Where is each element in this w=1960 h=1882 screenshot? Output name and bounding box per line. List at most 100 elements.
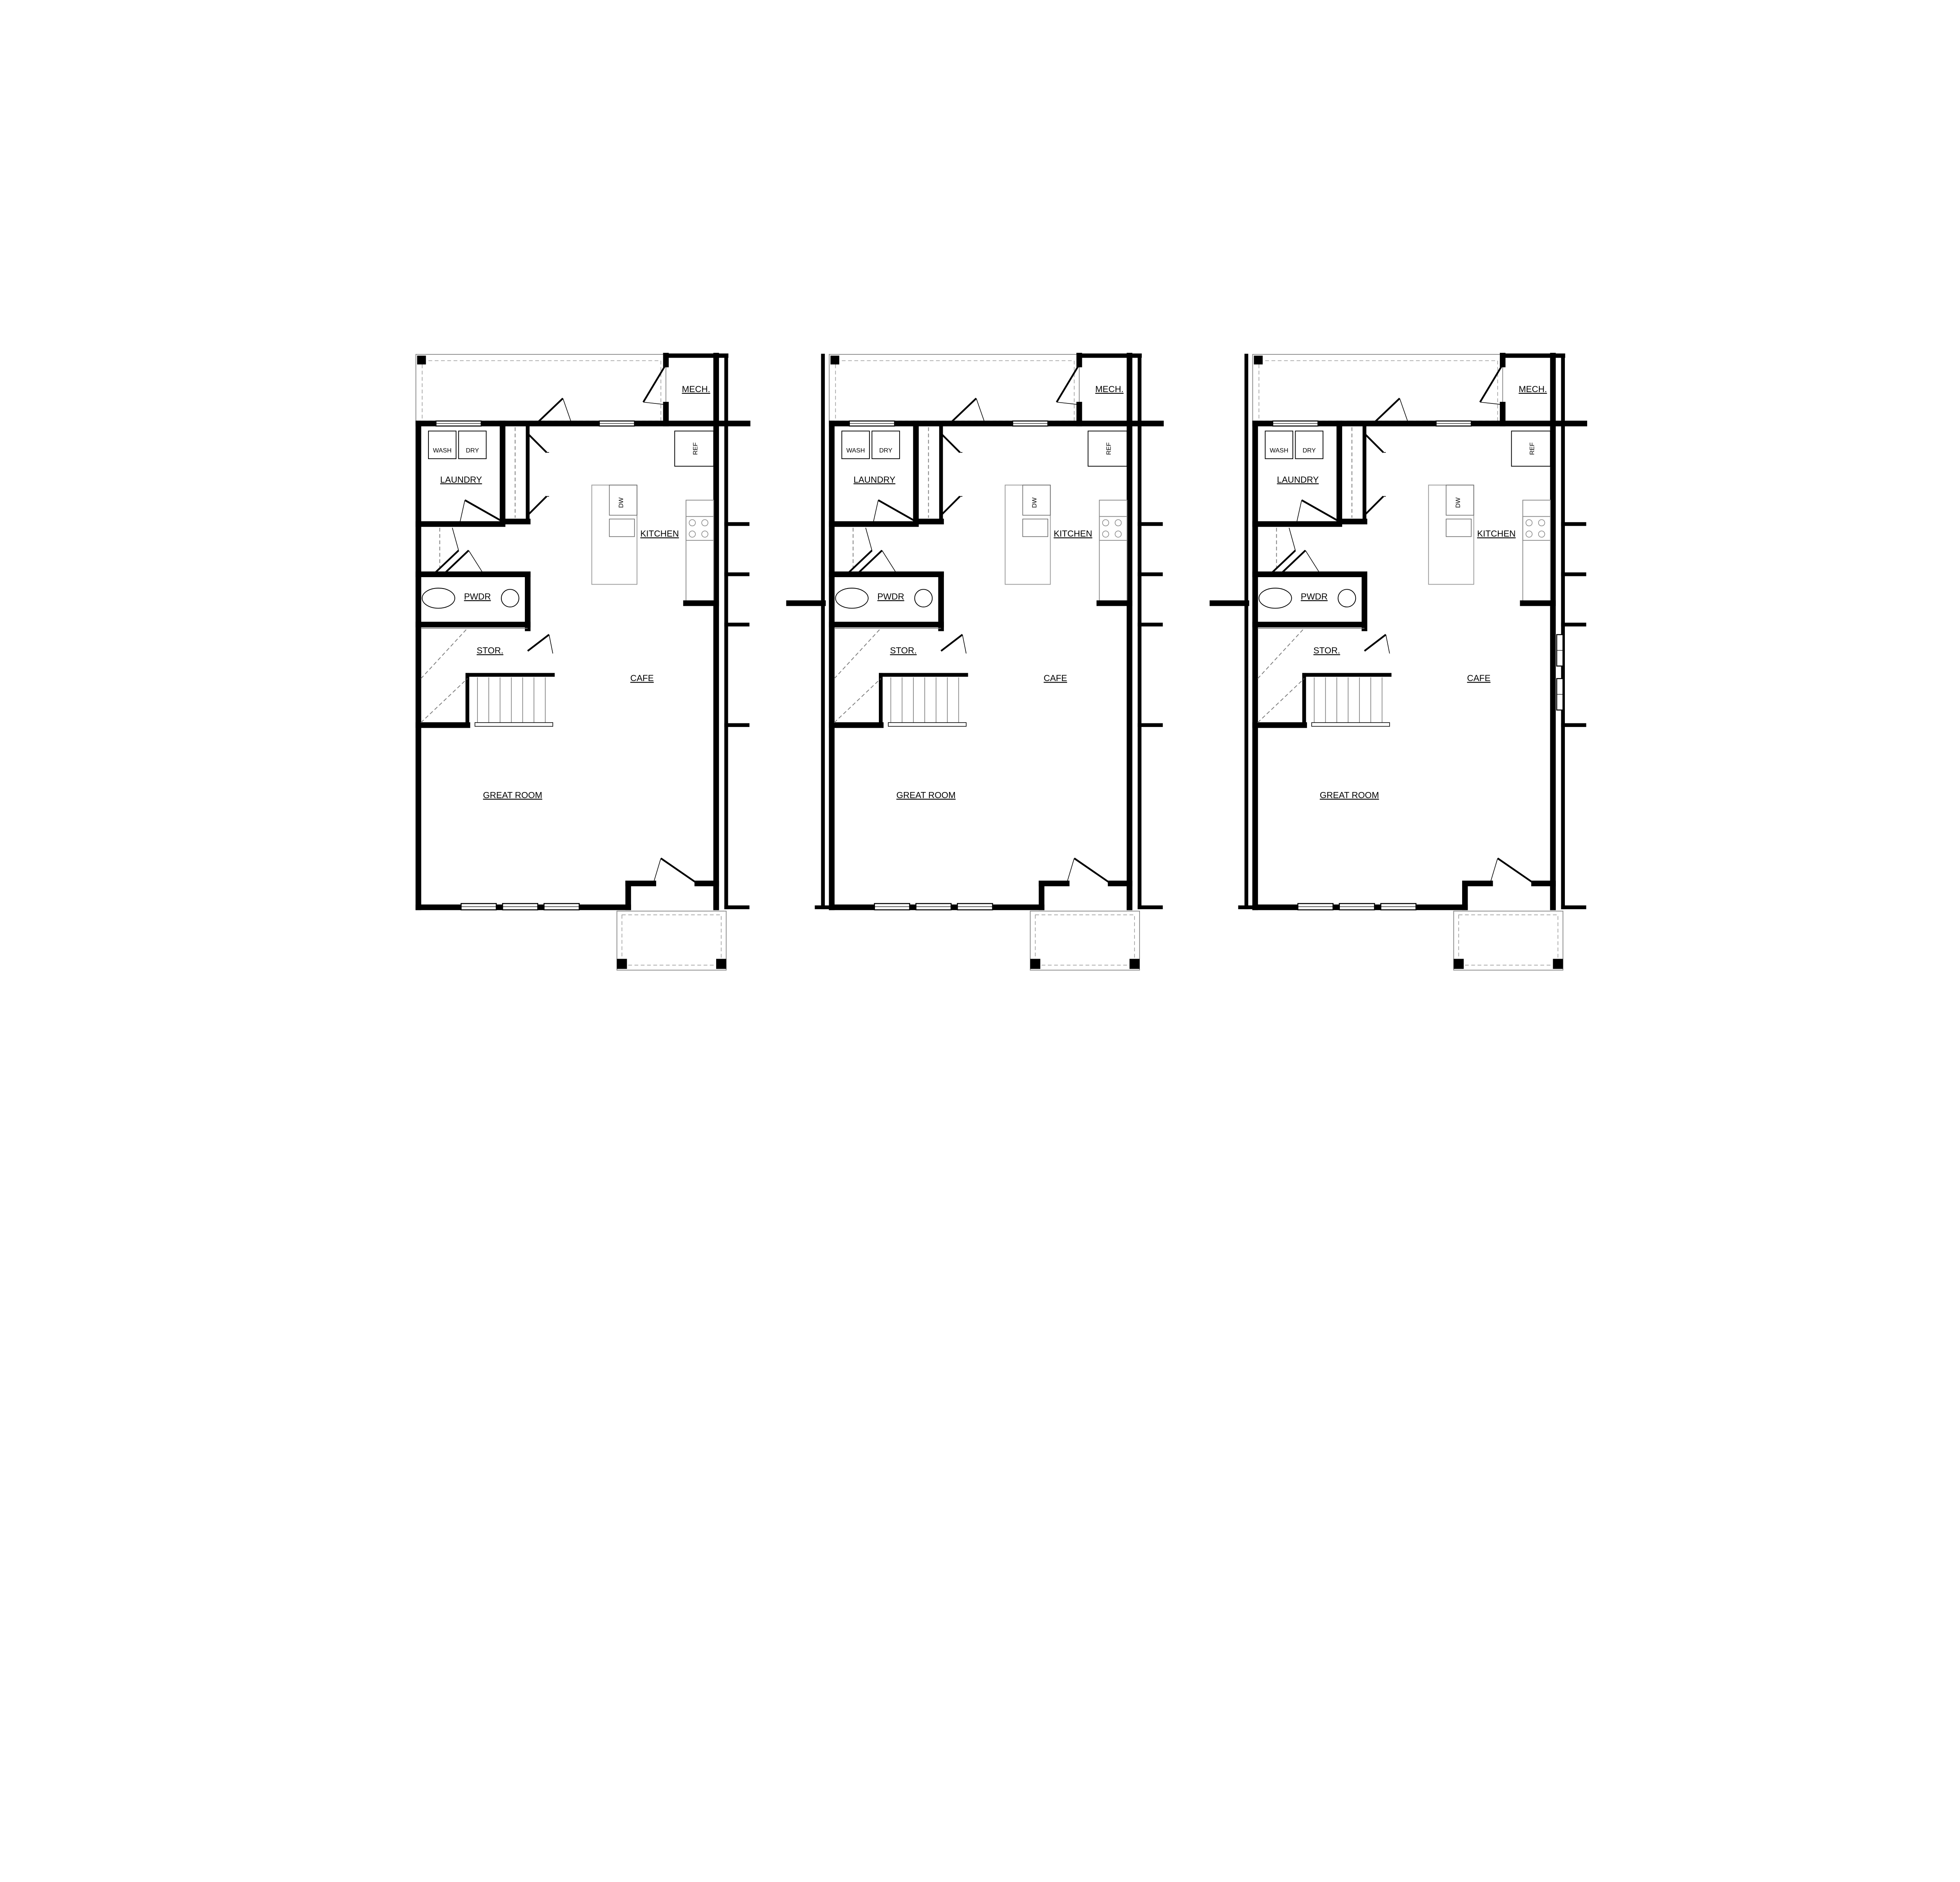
dryer <box>871 431 900 459</box>
door-leaf <box>660 857 698 885</box>
door-leaf <box>443 550 470 575</box>
front-porch <box>1030 910 1140 971</box>
stair-rail <box>888 722 967 727</box>
front-porch <box>1453 910 1564 971</box>
room-label-laundry: LAUNDRY <box>440 475 482 485</box>
room-label-cafe: CAFE <box>1044 673 1067 683</box>
room-label-cafe: CAFE <box>630 673 654 683</box>
door-swing <box>1399 398 1409 424</box>
porch-post <box>1454 959 1464 969</box>
room-label-stor: STOR. <box>890 646 916 656</box>
door-leaf <box>1364 496 1384 516</box>
room-label-mech: MECH. <box>1519 384 1547 394</box>
washer-label: WASH <box>433 447 451 454</box>
door-leaf <box>527 496 547 516</box>
door-swing <box>976 398 985 424</box>
door-swing <box>1490 858 1498 884</box>
door-leaf <box>464 499 503 523</box>
washer-label: WASH <box>1270 447 1288 454</box>
room-label-mech: MECH. <box>682 384 710 394</box>
refrigerator-label: REF <box>1528 442 1535 455</box>
burner <box>1102 519 1109 527</box>
rear-deck-dashed <box>835 360 1075 421</box>
porch-dashed <box>1035 914 1135 966</box>
room-label-stor: STOR. <box>1314 646 1340 656</box>
kitchen-sink <box>1022 518 1048 537</box>
room-label-pwdr: PWDR <box>877 592 904 601</box>
room-label-kitchen: KITCHEN <box>1477 529 1515 539</box>
kitchen-sink <box>1446 518 1472 537</box>
door-leaf <box>1301 499 1340 523</box>
porch-dashed <box>1458 914 1559 966</box>
door-leaf <box>940 634 963 652</box>
toilet <box>1258 588 1292 609</box>
door-swing <box>548 634 554 654</box>
door-swing <box>1289 527 1296 551</box>
door-swing <box>468 550 484 575</box>
burner <box>1114 530 1122 538</box>
kitchen-counter <box>1522 500 1551 604</box>
door-swing <box>1385 634 1390 654</box>
door-leaf <box>1074 857 1111 885</box>
room-label-great-room: GREAT ROOM <box>897 790 956 800</box>
refrigerator-label: REF <box>692 442 699 455</box>
washer <box>1265 431 1294 459</box>
dishwasher-label: DW <box>618 497 625 508</box>
room-label-stor: STOR. <box>477 646 503 656</box>
burner <box>1538 530 1545 538</box>
refrigerator <box>674 431 714 467</box>
kitchen-counter <box>686 500 714 604</box>
door-swing <box>865 527 873 551</box>
door-leaf <box>1056 364 1080 403</box>
floor-plan: WASH DRY LAUNDRY MECH. PWDR STOR. DW REF KITCHEN… <box>415 352 1587 971</box>
dishwasher <box>1446 485 1474 516</box>
door-leaf <box>1364 433 1384 453</box>
washer <box>841 431 870 459</box>
cooktop <box>1522 516 1551 541</box>
refrigerator-label: REF <box>1105 442 1112 455</box>
door-leaf <box>527 634 550 652</box>
door-swing <box>1296 500 1302 523</box>
dryer-label: DRY <box>1303 447 1316 454</box>
guide-line <box>834 678 881 723</box>
stair-rail <box>474 722 554 727</box>
toilet <box>421 588 456 609</box>
dryer <box>1295 431 1323 459</box>
guide-line <box>421 678 468 723</box>
door-swing <box>452 527 459 551</box>
dishwasher-label: DW <box>1454 497 1461 508</box>
burner <box>1525 519 1533 527</box>
door-leaf <box>642 364 667 403</box>
door-leaf <box>949 398 977 424</box>
guide-line <box>834 628 881 679</box>
rear-deck <box>415 354 666 424</box>
sink <box>914 589 933 608</box>
kitchen-island <box>1005 485 1051 585</box>
door-leaf <box>856 550 883 575</box>
door-leaf <box>940 433 961 453</box>
porch-post <box>1030 959 1040 969</box>
rear-deck <box>829 354 1080 424</box>
porch-post <box>1553 959 1563 969</box>
burner <box>1114 519 1122 527</box>
room-label-pwdr: PWDR <box>464 592 491 601</box>
door-leaf <box>527 433 547 453</box>
burner <box>689 530 696 538</box>
room-label-kitchen: KITCHEN <box>640 529 679 539</box>
porch-post <box>617 959 627 969</box>
door-leaf <box>536 398 564 424</box>
door-leaf <box>433 550 459 575</box>
guide-line <box>1257 678 1305 723</box>
rear-deck-dashed <box>1258 360 1498 421</box>
door-swing <box>873 500 879 523</box>
guide-line <box>1257 628 1305 679</box>
sink <box>501 589 519 608</box>
door-leaf <box>1497 857 1535 885</box>
door-swing <box>1066 858 1075 884</box>
burner <box>1102 530 1109 538</box>
door-leaf <box>1479 364 1504 403</box>
door-leaf <box>1269 550 1296 575</box>
